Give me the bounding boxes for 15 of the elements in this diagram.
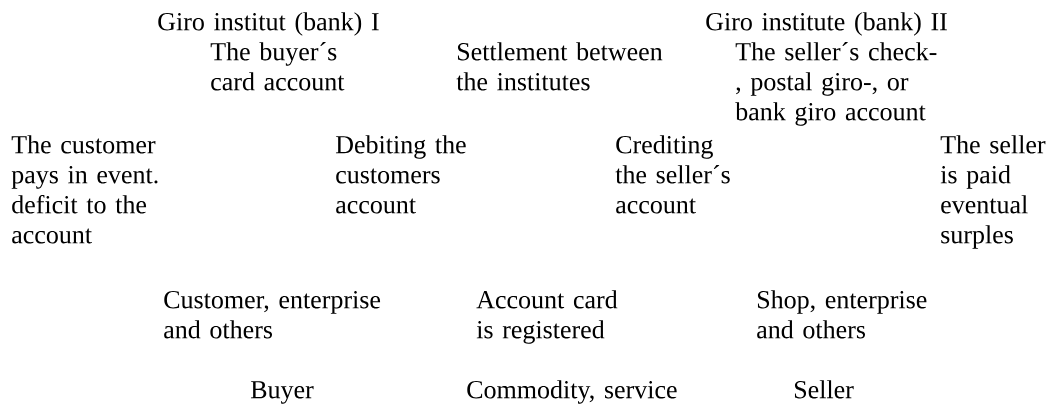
- text-label: Crediting the seller´s account: [615, 135, 730, 214]
- text-label: Seller: [794, 380, 854, 399]
- text-label: Shop, enterprise and others: [757, 290, 927, 339]
- text-label: Buyer: [250, 381, 314, 404]
- text-label: Giro institut (bank) I: [158, 12, 379, 36]
- text-label: Commodity, service: [467, 380, 677, 404]
- text-label: Giro institute (bank) II: [706, 12, 947, 36]
- text-label: The seller´s check-, postal giro-, or bank giro account: [735, 42, 937, 126]
- text-label: The buyer´s card account: [210, 42, 345, 91]
- text-label: Customer, enterprise and others: [164, 290, 381, 339]
- text-label: Account card is registered: [476, 290, 618, 344]
- text-label: Settlement between the institutes: [456, 42, 663, 91]
- text-label: The customer pays in event. deficit to the account: [11, 135, 158, 244]
- text-label: Debiting the customers account: [335, 135, 466, 214]
- text-label: The seller is paid eventual surples: [940, 135, 1046, 249]
